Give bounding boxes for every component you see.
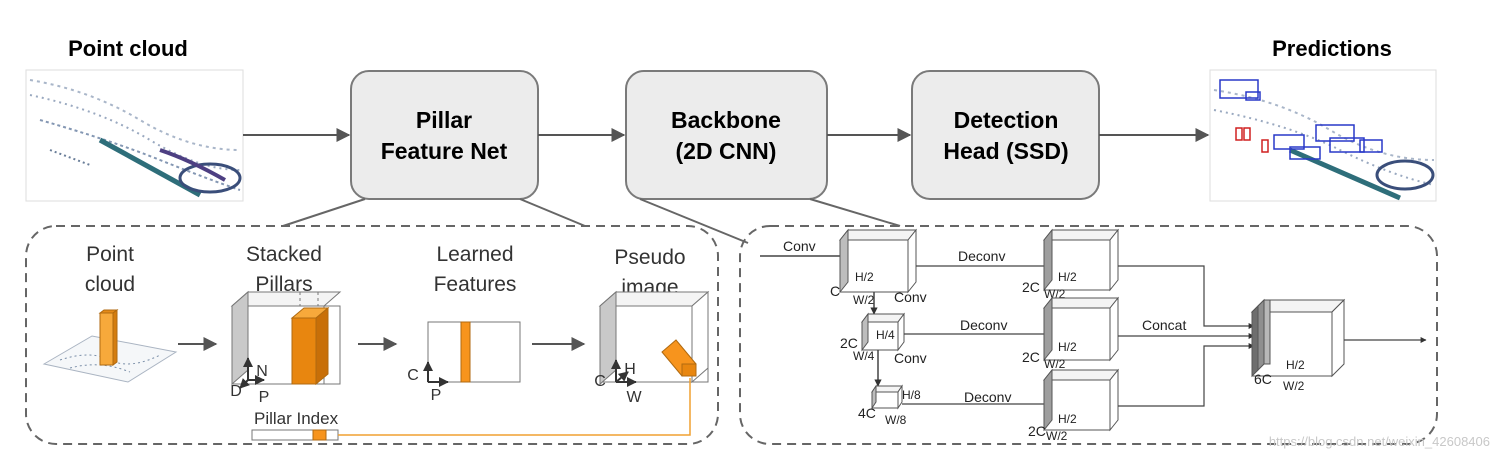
deconv1-label: Deconv	[958, 248, 1005, 264]
up2-h: H/2	[1058, 340, 1077, 354]
axis-label-c-pseudo: C	[594, 373, 606, 390]
axis-label-w-pseudo: W	[626, 389, 642, 406]
pillar-index-bar	[251, 429, 339, 441]
up3-h: H/2	[1058, 412, 1077, 426]
concat-output-block	[1250, 298, 1346, 378]
block3-c: 4C	[858, 405, 876, 421]
down-block-2	[861, 312, 905, 352]
concat-label: Concat	[1142, 317, 1186, 333]
deconv2-label: Deconv	[960, 317, 1007, 333]
stacked-pillars-axes	[239, 357, 265, 389]
pfn-col3-line1: Learned	[436, 243, 513, 266]
stage-1-line2: Feature Net	[381, 138, 508, 164]
conv2-label: Conv	[894, 350, 927, 366]
axis-label-d: D	[230, 383, 242, 400]
zoom-line-backbone-right	[809, 198, 901, 227]
stage-3-line2: Head (SSD)	[943, 138, 1068, 164]
pfn-col3-line2: Features	[434, 273, 517, 296]
conv1-label: Conv	[894, 289, 927, 305]
block1-c: C	[830, 283, 840, 299]
pfn-col1-line2: cloud	[85, 273, 135, 296]
pfn-col2-line1: Stacked	[246, 243, 322, 266]
axis-label-p: P	[259, 389, 270, 406]
up2-w: W/2	[1044, 357, 1066, 371]
pillar-index-label: Pillar Index	[254, 409, 339, 428]
pfn-detail-panel	[25, 225, 719, 445]
up1-h: H/2	[1058, 270, 1077, 284]
predictions-image	[1209, 69, 1437, 202]
axis-label-c-features: C	[407, 367, 419, 384]
concat-line-1	[1118, 265, 1255, 329]
conv-in-label: Conv	[783, 238, 816, 254]
backbone-box: Backbone (2D CNN)	[625, 70, 828, 200]
learned-features-axes	[423, 361, 449, 387]
down-block-1	[838, 228, 918, 294]
stage-2-line2: (2D CNN)	[676, 138, 777, 164]
stage-2-line1: Backbone	[671, 107, 781, 133]
backbone-detail-panel	[739, 225, 1438, 445]
concat-line-3	[1118, 343, 1255, 407]
deconv3-label: Deconv	[964, 389, 1011, 405]
input-point-cloud-image	[25, 69, 244, 202]
learned-features-plane	[427, 321, 521, 383]
up-block-1	[1042, 228, 1120, 292]
input-title: Point cloud	[68, 36, 188, 61]
block1-w: W/2	[853, 293, 875, 307]
stage-1-line1: Pillar	[416, 107, 472, 133]
block3-h: H/8	[902, 388, 921, 402]
pfn-col1-line1: Point	[86, 243, 134, 266]
axis-label-p-features: P	[431, 387, 442, 404]
pfn-col4-line1: Pseudo	[614, 246, 685, 269]
axis-label-h-pseudo: H	[624, 361, 636, 378]
block2-h: H/4	[876, 328, 895, 342]
watermark: https://blog.csdn.net/weixin_42608406	[1269, 434, 1490, 449]
out-c: 6C	[1254, 371, 1272, 387]
zoom-line-pfn-right	[519, 198, 586, 227]
block3-w: W/8	[885, 413, 907, 427]
pseudo-image-axes	[611, 359, 637, 387]
pfn-col2-line2: Pillars	[255, 273, 312, 296]
up3-w: W/2	[1046, 429, 1068, 443]
zoom-line-backbone-left	[639, 198, 749, 244]
pillar-feature-net-box: Pillar Feature Net	[350, 70, 539, 200]
out-h: H/2	[1286, 358, 1305, 372]
out-w: W/2	[1283, 379, 1305, 393]
zoom-line-pfn-left	[282, 198, 366, 227]
output-title: Predictions	[1272, 36, 1392, 61]
block2-w: W/4	[853, 349, 875, 363]
up2-c: 2C	[1022, 349, 1040, 365]
block2-c: 2C	[840, 335, 858, 351]
block1-h: H/2	[855, 270, 874, 284]
pillar-index-link	[338, 378, 691, 436]
up-block-3	[1042, 368, 1120, 432]
up1-c: 2C	[1022, 279, 1040, 295]
pfn-point-cloud-graphic	[42, 309, 178, 383]
axis-label-n: N	[256, 363, 268, 380]
up-block-2	[1042, 296, 1120, 362]
down-block-3	[871, 384, 903, 410]
up3-c: 2C	[1028, 423, 1046, 439]
stage-3-line1: Detection	[954, 107, 1059, 133]
detection-head-box: Detection Head (SSD)	[911, 70, 1100, 200]
